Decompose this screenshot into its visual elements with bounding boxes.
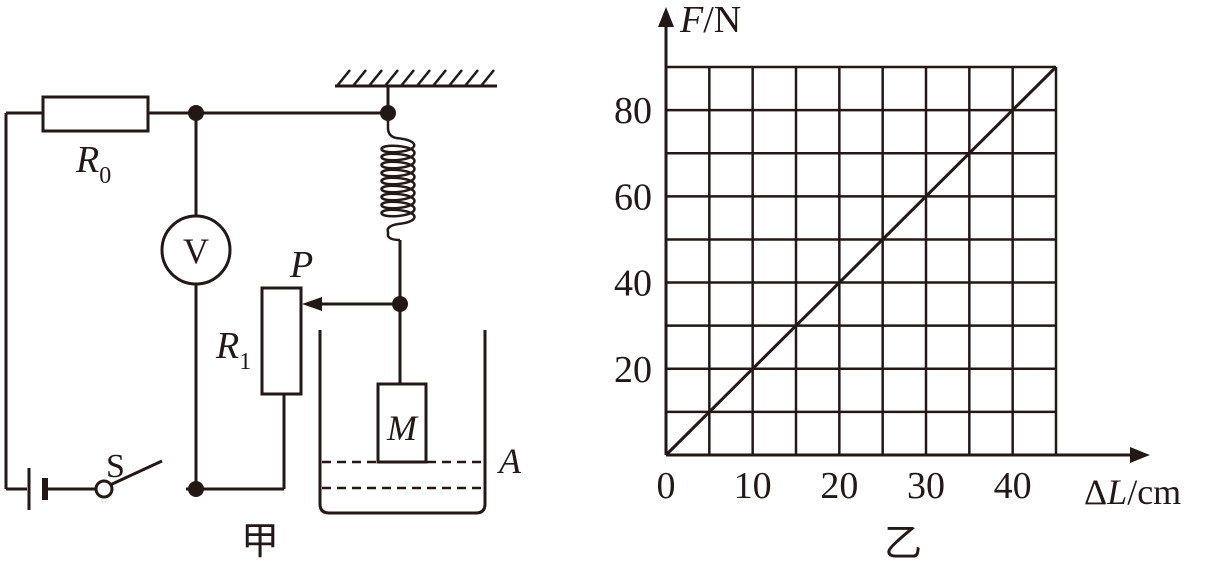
grid — [666, 65, 1058, 455]
ceiling-support — [335, 69, 497, 88]
container-label: A — [497, 441, 522, 481]
mass-label: M — [386, 408, 419, 448]
x-axis-label: ΔL/cm — [1084, 472, 1181, 512]
y-axis-arrow — [658, 7, 674, 27]
y-axis-label: F/N — [679, 0, 741, 41]
graph-caption: 乙 — [884, 523, 922, 565]
force-extension-graph: 0 10 20 30 40 20 40 60 80 F/N ΔL/cm 乙 — [614, 0, 1181, 565]
slider-label: P — [289, 244, 313, 286]
x-tick-label: 20 — [820, 465, 858, 507]
circuit-wires — [4, 86, 402, 491]
tick-labels: 0 10 20 30 40 20 40 60 80 — [614, 90, 1032, 507]
junction-dot — [188, 481, 204, 497]
series — [664, 65, 1058, 457]
y-tick-label: 20 — [614, 349, 652, 391]
x-axis-arrow — [1130, 447, 1150, 463]
battery — [27, 468, 48, 510]
r0-label: R0 — [75, 139, 111, 189]
container-a — [318, 330, 487, 515]
resistor-r1 — [260, 286, 303, 396]
slider-arrowhead — [302, 297, 322, 311]
y-tick-label: 80 — [614, 90, 652, 132]
x-tick-label: 10 — [734, 465, 772, 507]
switch-label: S — [106, 448, 125, 485]
resistor-r0 — [41, 95, 150, 133]
x-tick-label: 0 — [657, 465, 676, 507]
voltmeter: V — [160, 214, 232, 286]
junction-dot — [392, 296, 408, 312]
y-tick-label: 40 — [614, 263, 652, 305]
x-tick-label: 40 — [994, 465, 1032, 507]
axes — [658, 7, 1150, 463]
series-line — [664, 65, 1058, 457]
r1-label: R1 — [215, 325, 251, 375]
circuit-diagram: V R0 — [4, 69, 522, 563]
circuit-caption: 甲 — [241, 521, 279, 563]
y-tick-label: 60 — [614, 176, 652, 218]
junction-dot — [380, 105, 396, 121]
spring — [380, 113, 416, 242]
junction-dot — [188, 105, 204, 121]
junction-dots — [188, 105, 408, 497]
x-tick-label: 30 — [907, 465, 945, 507]
voltmeter-label: V — [183, 231, 209, 271]
switch-s — [94, 459, 163, 499]
